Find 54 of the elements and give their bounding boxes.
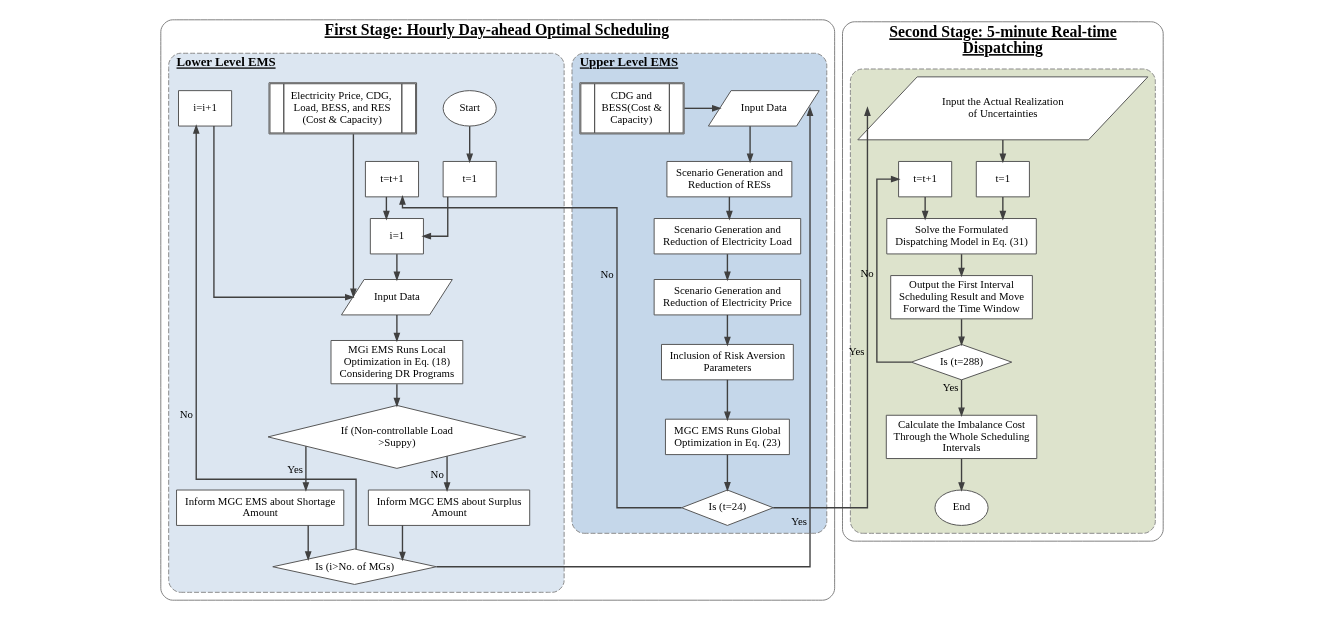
arrow <box>921 196 929 221</box>
arrow <box>723 454 731 492</box>
node-box: Inclusion of Risk Aversion Parameters <box>660 343 794 381</box>
arrow <box>398 195 682 509</box>
node-ellipse: End <box>934 489 989 526</box>
node-box: i=1 <box>369 218 424 255</box>
node-box: t=t+1 <box>897 160 952 198</box>
node-box: MGi EMS Runs Local Optimization in Eq. (18) Considering DR Programs <box>330 340 463 385</box>
edge-label: No <box>600 267 614 280</box>
arrow <box>723 253 731 282</box>
node-box: Inform MGC EMS about Shortage Amount <box>175 489 344 526</box>
arrow <box>465 125 473 164</box>
arrow <box>212 125 355 301</box>
node-box: MGC EMS Runs Global Optimization in Eq. (23) <box>664 418 790 456</box>
arrow <box>723 314 731 347</box>
arrow <box>683 104 722 112</box>
arrow <box>393 253 400 282</box>
arrow <box>772 106 871 509</box>
node-ellipse: Start <box>442 90 497 127</box>
node-box: t=t+1 <box>364 160 419 198</box>
edge-label: Yes <box>790 514 807 527</box>
node-box: Scenario Generation and Reduction of Electricity Load <box>653 218 801 255</box>
arrow <box>349 133 357 299</box>
node-box: Solve the Formulated Dispatching Model in Eq. (31) <box>885 218 1037 255</box>
arrow <box>998 139 1006 164</box>
arrow <box>746 125 753 164</box>
arrow <box>435 106 813 568</box>
arrow <box>723 379 731 422</box>
node-diamond: Is (t=288) <box>910 343 1012 381</box>
arrow <box>957 379 965 418</box>
edge-label: No <box>179 407 193 420</box>
arrow <box>875 175 912 363</box>
node-diamond: Is (t=24) <box>680 489 774 526</box>
arrow <box>957 458 965 492</box>
arrow <box>420 196 448 240</box>
arrow <box>393 314 400 343</box>
arrow <box>443 455 450 492</box>
node-box: t=1 <box>442 160 497 198</box>
node-box: Scenario Generation and Reduction of RESs <box>665 160 792 198</box>
edge-label: No <box>430 468 444 481</box>
edge-label: Yes <box>942 380 959 393</box>
edge-label: Yes <box>848 345 864 358</box>
node-box: Scenario Generation and Reduction of Electricity Price <box>653 279 801 316</box>
node-box: Output the First Interval Scheduling Result and Move Forward the Time Window <box>889 275 1033 320</box>
node-box: i=i+1 <box>177 90 232 127</box>
arrow <box>302 445 309 492</box>
arrow <box>998 196 1006 221</box>
node-box: Inform MGC EMS about Surplus Amount <box>367 489 530 526</box>
arrow <box>398 524 406 562</box>
node-box: Calculate the Imbalance Cost Through the Whole Scheduling Intervals <box>885 414 1037 460</box>
arrow <box>393 383 400 408</box>
arrow <box>304 524 312 561</box>
node-box: t=1 <box>975 160 1030 198</box>
arrow <box>192 124 357 550</box>
